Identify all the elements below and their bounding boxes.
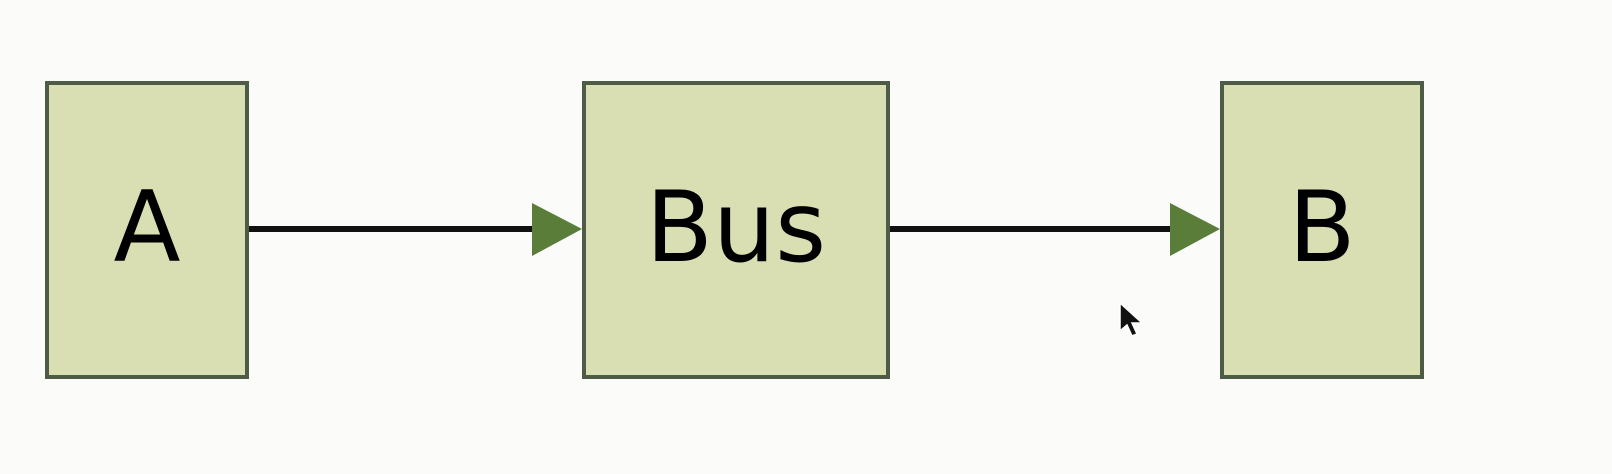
node-b-box [1220, 81, 1424, 379]
node-a: A [45, 81, 249, 379]
edge-a-to-bus [247, 203, 582, 256]
node-a-box [45, 81, 249, 379]
node-a-label: A [113, 171, 180, 285]
node-b: B [1220, 81, 1424, 379]
node-bus: Bus [582, 81, 890, 379]
node-bus-box [582, 81, 890, 379]
edge-bus-to-b-arrowhead [1170, 203, 1220, 256]
edge-bus-to-b [888, 203, 1220, 256]
node-bus-label: Bus [646, 171, 826, 285]
edge-a-to-bus-arrowhead [532, 203, 582, 256]
node-b-label: B [1288, 171, 1355, 285]
mouse-pointer-icon [1119, 301, 1144, 337]
